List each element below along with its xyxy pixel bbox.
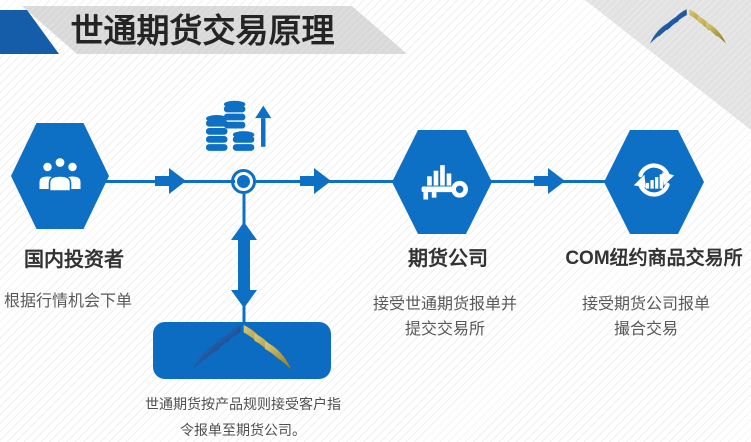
exchange-desc-line2: 撮合交易 <box>613 321 678 338</box>
arrow-right-icon <box>300 167 332 195</box>
broker-label: 期货公司 <box>408 248 488 270</box>
investor-label: 国内投资者 <box>24 249 124 271</box>
page-title: 世通期货交易原理 <box>70 12 335 49</box>
exchange-label: COM纽约商品交易所 <box>565 248 743 269</box>
exchange-desc-line1: 接受期货公司报单 <box>581 296 710 313</box>
broker-desc-line2: 提交交易所 <box>404 321 485 338</box>
investor-desc: 根据行情机会下单 <box>3 293 132 310</box>
key-chart-icon <box>416 154 468 211</box>
exchange-hexagon <box>604 130 704 234</box>
title-banner <box>22 6 407 54</box>
coins-growth-icon <box>206 100 274 161</box>
arrow-right-icon <box>534 167 566 195</box>
company-box <box>153 322 331 379</box>
box-caption-line1: 世通期货按产品规则接受客户指 <box>145 396 341 412</box>
box-caption-line2: 令报单至期货公司。 <box>180 422 306 438</box>
vertical-double-arrow-icon <box>227 194 261 333</box>
arrow-right-icon <box>155 167 187 195</box>
investor-hexagon <box>11 123 109 229</box>
broker-hexagon <box>392 130 492 234</box>
broker-desc-line1: 接受世通期货报单并 <box>372 296 517 313</box>
refresh-chart-icon <box>627 155 681 210</box>
people-group-icon <box>36 151 84 202</box>
shitong-logo-icon <box>181 325 303 376</box>
junction-circle <box>231 169 256 194</box>
shitong-logo-icon <box>650 9 726 50</box>
